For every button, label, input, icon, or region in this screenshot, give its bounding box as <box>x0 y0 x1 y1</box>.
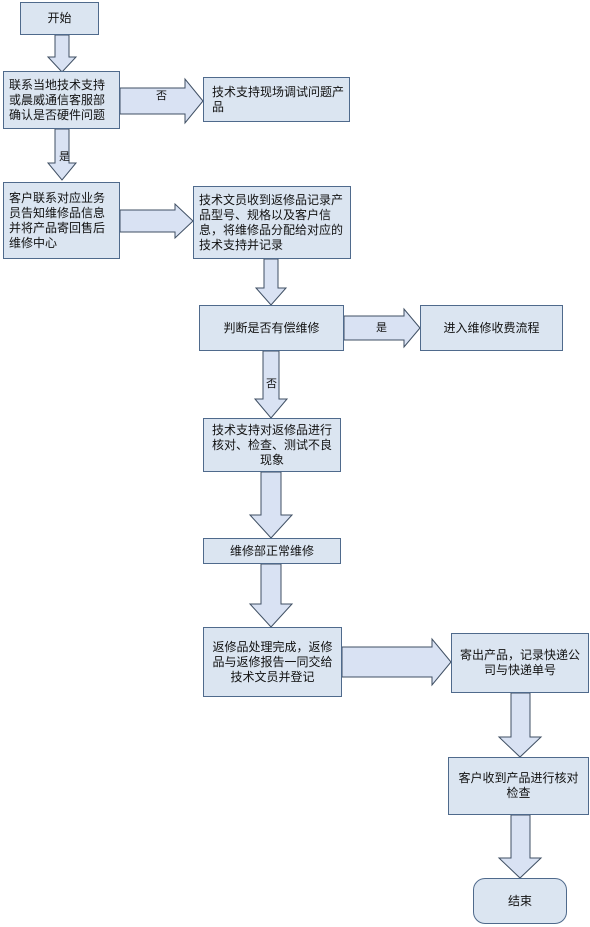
edge-label-no-1: 否 <box>156 89 167 102</box>
edge-label-yes-2: 是 <box>376 321 387 334</box>
node-customer-check: 客户收到产品进行核对检查 <box>448 757 589 815</box>
node-repair: 维修部正常维修 <box>203 538 341 564</box>
node-check-hardware-label: 联系当地技术支持或晨威通信客服部确认是否硬件问题 <box>9 77 106 122</box>
node-ship-label: 寄出产品，记录快递公司与快递单号 <box>459 648 580 677</box>
node-onsite-debug: 技术支持现场调试问题产品 <box>203 77 350 122</box>
node-handover-label: 返修品处理完成，返修品与返修报告一同交给技术文员并登记 <box>212 639 333 684</box>
edge-label-yes-1: 是 <box>59 150 70 163</box>
arrow-verify-to-repair <box>248 471 294 539</box>
arrow-check-to-onsite <box>119 77 204 125</box>
node-clerk-record: 技术文员收到返修品记录产品型号、规格以及客户信息，将维修品分配给对应的技术支持并… <box>193 186 351 259</box>
arrow-clerk-to-judge <box>254 258 288 306</box>
node-fee-process-label: 进入维修收费流程 <box>443 320 540 335</box>
node-check-hardware: 联系当地技术支持或晨威通信客服部确认是否硬件问题 <box>3 71 120 129</box>
node-repair-label: 维修部正常维修 <box>229 543 314 558</box>
arrow-start-to-check <box>46 34 78 73</box>
arrow-judge-to-fee <box>343 307 421 349</box>
arrow-check-to-customer <box>46 128 78 181</box>
node-customer-send-label: 客户联系对应业务员告知维修品信息并将产品寄回售后维修中心 <box>9 190 106 250</box>
node-paid-repair-label: 判断是否有偿维修 <box>223 320 320 335</box>
arrow-check-to-end <box>497 814 543 879</box>
node-customer-send: 客户联系对应业务员告知维修品信息并将产品寄回售后维修中心 <box>3 182 120 259</box>
node-fee-process: 进入维修收费流程 <box>420 305 563 351</box>
node-clerk-record-label: 技术文员收到返修品记录产品型号、规格以及客户信息，将维修品分配给对应的技术支持并… <box>199 192 344 252</box>
arrow-repair-to-handover <box>248 563 294 628</box>
arrow-customer-to-clerk <box>119 202 194 240</box>
arrow-handover-to-ship <box>341 637 452 687</box>
node-start-label: 开始 <box>47 11 72 25</box>
node-verify-label: 技术支持对返修品进行核对、检查、测试不良现象 <box>211 422 332 467</box>
node-onsite-debug-label: 技术支持现场调试问题产品 <box>212 84 345 114</box>
node-verify: 技术支持对返修品进行核对、检查、测试不良现象 <box>203 418 341 472</box>
arrow-judge-to-verify <box>253 350 289 419</box>
node-customer-check-label: 客户收到产品进行核对检查 <box>458 771 579 800</box>
node-start: 开始 <box>20 2 99 35</box>
node-ship: 寄出产品，记录快递公司与快递单号 <box>451 633 589 693</box>
edge-label-no-2: 否 <box>266 377 277 390</box>
node-paid-repair: 判断是否有偿维修 <box>199 305 344 351</box>
arrow-ship-to-check <box>497 692 543 758</box>
node-end-label: 结束 <box>507 893 532 908</box>
node-handover: 返修品处理完成，返修品与返修报告一同交给技术文员并登记 <box>203 627 342 697</box>
node-end: 结束 <box>473 878 567 924</box>
